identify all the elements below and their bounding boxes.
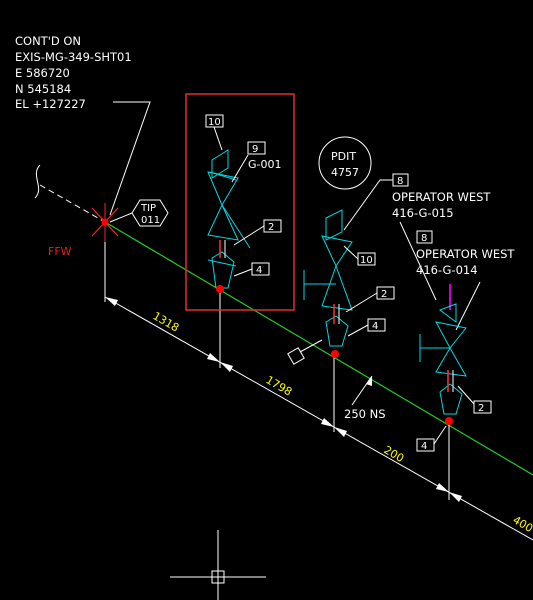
op1-line2: 416-G-015 bbox=[392, 206, 454, 220]
valve-2-tag-10-leader bbox=[343, 245, 359, 260]
dim-arrow bbox=[436, 483, 449, 492]
pdit-circle bbox=[318, 136, 372, 190]
contd-leader bbox=[109, 101, 151, 216]
pipe-size-label: 250 NS bbox=[344, 407, 386, 421]
ffw-label: FFW bbox=[48, 245, 72, 258]
dim-text-4: 400 bbox=[511, 513, 533, 535]
valve-2-symbol bbox=[303, 209, 353, 347]
tip-leader bbox=[109, 212, 133, 223]
dim-arrow bbox=[334, 427, 347, 437]
valve-3-node bbox=[445, 417, 453, 425]
svg-text:EXIS-MG-349-SHT01: EXIS-MG-349-SHT01 bbox=[15, 50, 132, 64]
valve-1-tag-2: 2 bbox=[268, 222, 274, 233]
break-symbol bbox=[34, 164, 41, 199]
valve-2-node bbox=[331, 350, 339, 358]
op2-leader-2 bbox=[399, 221, 437, 301]
op2-num-box bbox=[416, 230, 433, 244]
dim-text-2: 1798 bbox=[264, 373, 295, 398]
op2-num: 8 bbox=[421, 233, 427, 244]
valve-3-tag-4-box bbox=[416, 438, 435, 452]
svg-text:CONT'D ON: CONT'D ON bbox=[15, 34, 81, 48]
dim-text-1: 1318 bbox=[151, 309, 182, 334]
op1-num: 8 bbox=[397, 176, 403, 187]
svg-text:E 586720: E 586720 bbox=[15, 66, 70, 80]
valve-2-tag-2: 2 bbox=[381, 289, 387, 300]
dim-arrow bbox=[105, 297, 118, 306]
pipe-continuation-dashed bbox=[39, 184, 106, 223]
valve-3-tag-4-leader bbox=[433, 425, 447, 445]
dim-arrow bbox=[220, 362, 233, 372]
valve-2-tag-10: 10 bbox=[360, 255, 373, 266]
dimension-line bbox=[104, 296, 533, 541]
tip-label-1: TIP bbox=[140, 203, 156, 214]
tip-label-2: 011 bbox=[141, 215, 160, 226]
valve-1-tag-9-leader bbox=[231, 154, 249, 183]
pdit-label-1: PDIT bbox=[331, 150, 356, 163]
valve-1-tag-10-leader bbox=[213, 126, 223, 151]
valve-3-tag-4: 4 bbox=[421, 441, 427, 452]
valve-1-tag-2-leader bbox=[233, 225, 265, 246]
valve-1-tag-9-box bbox=[247, 141, 266, 155]
dim-text-3: 200 bbox=[382, 443, 407, 465]
op2-leader bbox=[455, 281, 481, 331]
drain-leader bbox=[299, 339, 323, 353]
valve-1-tag-9: 9 bbox=[252, 144, 258, 155]
highlight-box bbox=[185, 93, 295, 311]
dim-arrow bbox=[321, 418, 334, 427]
drain-symbol bbox=[287, 347, 305, 365]
contd-label: CONT'D ON EXIS-MG-349-SHT01 E 586720 N 5… bbox=[15, 34, 132, 111]
pipe-size-arrow bbox=[366, 376, 372, 386]
op1-line1: OPERATOR WEST bbox=[392, 190, 491, 204]
op2-line1: OPERATOR WEST bbox=[416, 247, 515, 261]
dim-arrow bbox=[207, 353, 220, 362]
pdit-label-2: 4757 bbox=[331, 166, 359, 179]
svg-text:N 545184: N 545184 bbox=[15, 82, 71, 96]
valve-2-tag-4-leader bbox=[347, 324, 369, 337]
valve-3-tag-2-box bbox=[473, 400, 492, 414]
valve-1-tag-g: G-001 bbox=[248, 158, 282, 171]
start-node bbox=[91, 203, 119, 242]
valve-1-tag-4: 4 bbox=[256, 265, 262, 276]
valve-1-node bbox=[216, 285, 224, 293]
valve-2-tag-2-leader bbox=[345, 292, 378, 313]
valve-1-tag-4-leader bbox=[233, 268, 253, 277]
valve-3-tag-2-leader bbox=[457, 385, 475, 405]
op2-line2: 416-G-014 bbox=[416, 263, 478, 277]
dim-arrow bbox=[449, 492, 462, 502]
pipe-line bbox=[104, 221, 533, 476]
cursor-crosshair bbox=[170, 530, 266, 600]
valve-3-tag-2: 2 bbox=[478, 403, 484, 414]
valve-3-symbol bbox=[419, 303, 467, 415]
svg-text:EL +127227: EL +127227 bbox=[15, 97, 86, 111]
valve-2-tag-4: 4 bbox=[372, 321, 378, 332]
valve-1-symbol bbox=[207, 149, 251, 289]
op1-leader bbox=[343, 179, 393, 231]
valve-1-tag-10: 10 bbox=[208, 117, 221, 128]
